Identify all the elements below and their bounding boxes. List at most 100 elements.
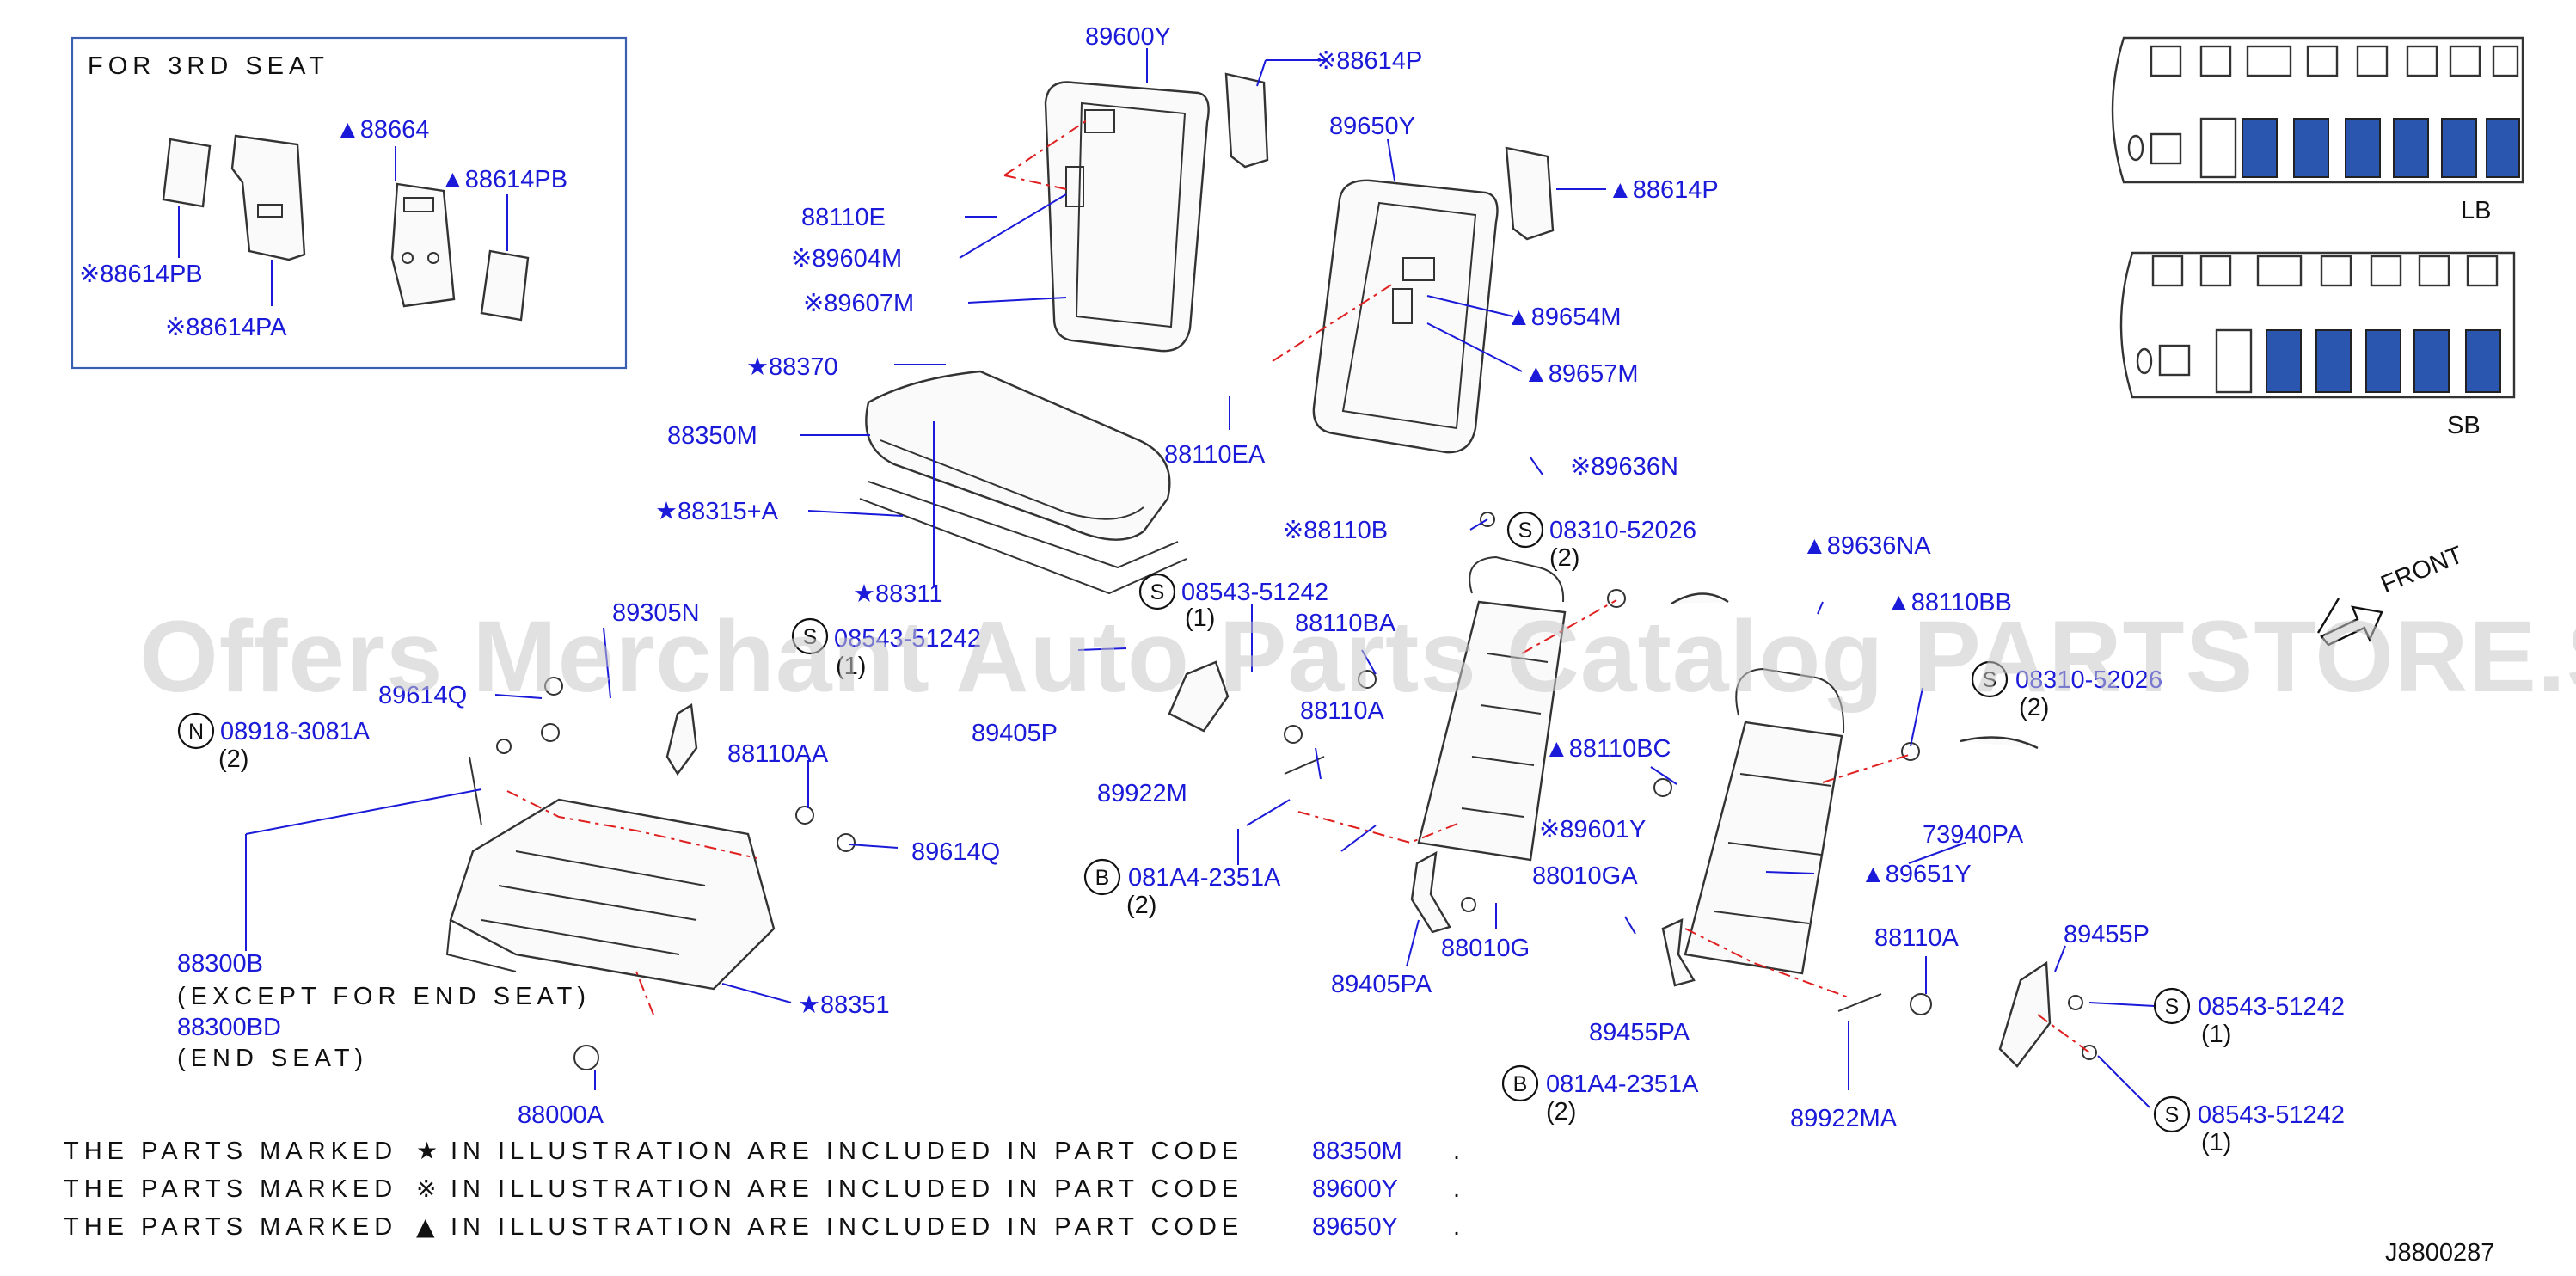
bracket-88614p-b	[1505, 146, 1555, 241]
callout-s-08543-a-text: S	[1150, 580, 1165, 604]
label-88300b-note: (EXCEPT FOR END SEAT)	[177, 983, 591, 1010]
label-89614q-b: 89614Q	[911, 838, 1000, 866]
leader-lines	[245, 48, 2156, 1108]
label-89604m: ※89604M	[791, 245, 902, 273]
callout-s-08310-a	[1506, 511, 1544, 549]
layout-sb	[2119, 251, 2516, 399]
label-89651y: ▲89651Y	[1861, 861, 1972, 888]
label-08543-a-qty: (1)	[1185, 604, 1215, 632]
note-3-end: .	[1453, 1213, 1460, 1241]
note-1-rest: IN ILLUSTRATION ARE INCLUDED IN PART COD…	[451, 1138, 1243, 1165]
note-1-text: THE PARTS MARKED	[64, 1138, 397, 1165]
label-89405pa: 89405PA	[1331, 971, 1432, 998]
label-88614p-b: ▲88614P	[1608, 176, 1719, 204]
note-3-rest: IN ILLUSTRATION ARE INCLUDED IN PART COD…	[451, 1213, 1243, 1241]
note-3-symbol: ▲	[416, 1212, 435, 1241]
note-1: THE PARTS MARKED ★ IN ILLUSTRATION ARE I…	[64, 1137, 1460, 1165]
bracket-88614p-a	[1224, 72, 1269, 169]
note-2: THE PARTS MARKED ※ IN ILLUSTRATION ARE I…	[64, 1175, 1460, 1203]
callout-s-08543-a	[1138, 573, 1176, 610]
callout-n-08918-text: N	[188, 720, 204, 744]
callout-s-08310-a-text: S	[1518, 518, 1533, 543]
label-88614pb-b: ※88614PB	[79, 261, 203, 288]
label-89455pa: 89455PA	[1589, 1019, 1690, 1046]
inset-title: FOR 3RD SEAT	[88, 52, 329, 80]
label-88614pb-a: ▲88614PB	[440, 166, 567, 193]
callout-s-08543-d	[2153, 1095, 2191, 1133]
callout-n-08918	[177, 712, 215, 750]
label-08543-d: 08543-51242	[2198, 1101, 2345, 1129]
label-88010ga: 88010GA	[1532, 862, 1638, 890]
callout-s-08543-c	[2153, 987, 2191, 1025]
label-08918: 08918-3081A	[220, 718, 371, 745]
label-08310-b-qty: (2)	[2019, 694, 2049, 721]
layout-lb-label: LB	[2461, 197, 2491, 224]
label-88110ea: 88110EA	[1164, 441, 1266, 469]
callout-b-081a4-b-text: B	[1513, 1072, 1528, 1096]
seat-cushion	[859, 370, 1187, 595]
label-081a4-a-qty: (2)	[1126, 892, 1156, 919]
note-3-code: 89650Y	[1312, 1213, 1398, 1241]
callout-s-08543-d-text: S	[2165, 1103, 2180, 1127]
label-89305n: 89305N	[612, 599, 700, 627]
label-08918-qty: (2)	[218, 745, 248, 773]
callout-s-08310-b-text: S	[1983, 668, 1997, 692]
seatback-right	[1312, 179, 1499, 454]
label-89614q-a: 89614Q	[378, 682, 467, 709]
label-89607m: ※89607M	[803, 290, 914, 317]
seat-frame-left	[1417, 555, 1567, 862]
front-label: FRONT	[2377, 541, 2468, 598]
note-2-symbol: ※	[416, 1175, 436, 1203]
seatback-left	[1044, 81, 1210, 353]
seat-base-frame	[445, 798, 776, 991]
label-89455p: 89455P	[2064, 921, 2150, 948]
note-1-end: .	[1453, 1138, 1460, 1165]
label-88350m: 88350M	[667, 422, 757, 450]
label-08543-b-qty: (1)	[836, 653, 866, 680]
note-3: THE PARTS MARKED ▲ IN ILLUSTRATION ARE I…	[64, 1212, 1460, 1241]
label-88311: ★88311	[853, 580, 943, 608]
callout-s-08310-b	[1971, 660, 2009, 698]
label-89636n: ※89636N	[1570, 453, 1678, 481]
label-89922ma: 89922MA	[1790, 1105, 1898, 1132]
label-88010g: 88010G	[1441, 935, 1530, 962]
label-88110bb: ▲88110BB	[1886, 589, 2012, 617]
label-88300bd: 88300BD	[177, 1014, 281, 1041]
callout-s-08543-c-text: S	[2165, 995, 2180, 1019]
label-73940pa: 73940PA	[1923, 821, 2024, 849]
label-88110bc: ▲88110BC	[1544, 735, 1671, 763]
note-1-code: 88350M	[1312, 1138, 1402, 1165]
front-arrow	[2316, 598, 2383, 647]
label-88351: ★88351	[798, 991, 890, 1019]
callout-b-081a4-b	[1501, 1064, 1539, 1102]
label-89600y: 89600Y	[1085, 23, 1171, 51]
watermark: Offers Merchant Auto Parts Catalog PARTS…	[139, 600, 2576, 714]
label-081a4-a: 081A4-2351A	[1128, 864, 1281, 892]
label-08543-c: 08543-51242	[2198, 993, 2345, 1021]
label-08310-b: 08310-52026	[2015, 666, 2162, 694]
label-08543-a: 08543-51242	[1181, 579, 1328, 606]
label-88110aa: 88110AA	[727, 740, 829, 768]
label-081a4-b-qty: (2)	[1546, 1098, 1576, 1126]
label-89657m: ▲89657M	[1524, 360, 1639, 388]
inset-parts	[162, 134, 530, 322]
label-88315a: ★88315+A	[655, 498, 779, 525]
callout-s-08543-b-text: S	[803, 625, 818, 649]
seat-frame-right	[1684, 667, 1845, 975]
label-88664: ▲88664	[335, 116, 429, 144]
label-89636na: ▲89636NA	[1802, 532, 1931, 560]
callout-b-081a4-a-text: B	[1095, 866, 1110, 890]
label-88370: ★88370	[746, 353, 838, 381]
label-88000a: 88000A	[518, 1101, 604, 1129]
label-88110a-b: 88110A	[1874, 924, 1959, 952]
assembly-lines	[506, 120, 2090, 1053]
note-1-symbol: ★	[416, 1137, 438, 1165]
label-88110b: ※88110B	[1283, 517, 1388, 544]
label-89601y: ※89601Y	[1539, 816, 1646, 844]
note-3-text: THE PARTS MARKED	[64, 1213, 397, 1241]
label-88614p-a: ※88614P	[1316, 47, 1422, 75]
callout-b-081a4-a	[1083, 858, 1121, 896]
label-88110a-a: 88110A	[1300, 697, 1384, 725]
label-081a4-b: 081A4-2351A	[1546, 1070, 1699, 1098]
